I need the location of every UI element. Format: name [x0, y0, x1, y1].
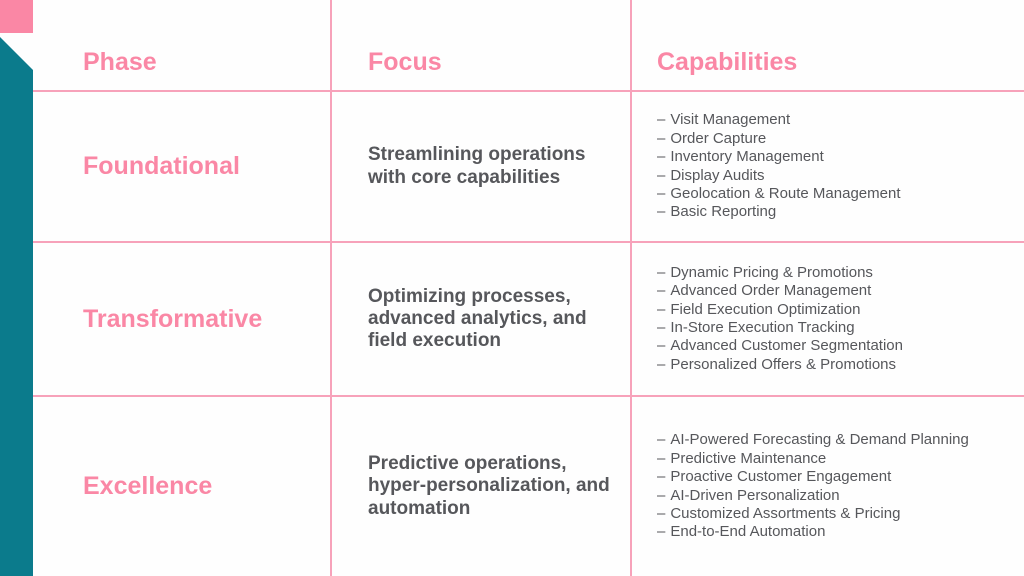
dash-bullet: – — [657, 523, 666, 541]
capability-item: –Display Audits — [657, 167, 1014, 185]
capability-text: Customized Assortments & Pricing — [670, 504, 901, 522]
pink-corner-square — [0, 0, 33, 33]
dash-bullet: – — [657, 166, 666, 184]
capability-text: Inventory Management — [670, 148, 824, 166]
row3-capabilities-cell: –AI-Powered Forecasting & Demand Plannin… — [632, 397, 1024, 576]
teal-edge-bar — [0, 37, 33, 576]
capability-text: Basic Reporting — [670, 203, 777, 221]
capability-item: –Geolocation & Route Management — [657, 185, 1014, 203]
header-divider — [33, 90, 1024, 92]
capability-item: –In-Store Execution Tracking — [657, 319, 1014, 337]
capability-item: –Proactive Customer Engagement — [657, 468, 1014, 486]
dash-bullet: – — [657, 263, 666, 281]
header-capabilities: Capabilities — [632, 0, 1024, 90]
dash-bullet: – — [657, 148, 666, 166]
capability-text: Dynamic Pricing & Promotions — [670, 263, 873, 281]
row3-focus-cell: Predictive operations, hyper-personaliza… — [332, 397, 630, 576]
capability-text: AI-Driven Personalization — [670, 486, 840, 504]
capability-text: Predictive Maintenance — [670, 449, 827, 467]
dash-bullet: – — [657, 111, 666, 129]
capability-item: –Advanced Customer Segmentation — [657, 337, 1014, 355]
capability-text: Field Execution Optimization — [670, 300, 861, 318]
capability-text: End-to-End Automation — [670, 523, 826, 541]
column-divider-2 — [630, 0, 632, 576]
capability-item: –Customized Assortments & Pricing — [657, 505, 1014, 523]
capability-text: Display Audits — [670, 166, 765, 184]
dash-bullet: – — [657, 319, 666, 336]
column-divider-1 — [330, 0, 332, 576]
dash-bullet: – — [657, 203, 666, 221]
dash-bullet: – — [657, 431, 666, 449]
capability-item: –Visit Management — [657, 111, 1014, 129]
row3-phase-cell: Excellence — [33, 397, 330, 576]
capability-text: Visit Management — [670, 111, 791, 129]
capability-text: Personalized Offers & Promotions — [670, 355, 897, 373]
capability-text: In-Store Execution Tracking — [670, 319, 855, 336]
capability-item: –Personalized Offers & Promotions — [657, 356, 1014, 374]
capability-text: AI-Powered Forecasting & Demand Planning — [670, 431, 969, 449]
row1-capabilities-cell: –Visit Management –Order Capture –Invent… — [632, 92, 1024, 241]
capability-text: Advanced Order Management — [670, 282, 872, 300]
capability-text: Order Capture — [670, 129, 767, 147]
capability-text: Proactive Customer Engagement — [670, 468, 892, 486]
capability-item: –End-to-End Automation — [657, 523, 1014, 541]
capability-item: –AI-Powered Forecasting & Demand Plannin… — [657, 431, 1014, 449]
capability-item: –Inventory Management — [657, 148, 1014, 166]
dash-bullet: – — [657, 300, 666, 318]
header-capabilities-label: Capabilities — [657, 48, 798, 76]
focus-text: Optimizing processes, advanced analytics… — [368, 285, 587, 352]
capability-item: –Dynamic Pricing & Promotions — [657, 264, 1014, 282]
capability-item: –Predictive Maintenance — [657, 450, 1014, 468]
row1-focus-cell: Streamlining operations with core capabi… — [332, 92, 630, 241]
phase-label: Excellence — [83, 472, 213, 500]
dash-bullet: – — [657, 468, 666, 486]
focus-text: Predictive operations, hyper-personaliza… — [368, 453, 610, 519]
dash-bullet: – — [657, 337, 666, 355]
header-phase: Phase — [33, 0, 330, 90]
dash-bullet: – — [657, 504, 666, 522]
phase-label: Transformative — [83, 304, 263, 333]
dash-bullet: – — [657, 449, 666, 467]
header-phase-label: Phase — [83, 48, 157, 76]
dash-bullet: – — [657, 486, 666, 504]
header-focus-label: Focus — [368, 48, 442, 76]
row-divider-2 — [33, 395, 1024, 397]
phase-label: Foundational — [83, 152, 240, 180]
dash-bullet: – — [657, 282, 666, 300]
capability-item: –Advanced Order Management — [657, 282, 1014, 300]
dash-bullet: – — [657, 355, 666, 373]
capability-item: –AI-Driven Personalization — [657, 487, 1014, 505]
header-focus: Focus — [332, 0, 630, 90]
capability-item: –Order Capture — [657, 130, 1014, 148]
dash-bullet: – — [657, 184, 666, 202]
capability-item: –Basic Reporting — [657, 203, 1014, 221]
capability-text: Advanced Customer Segmentation — [670, 337, 903, 355]
row2-capabilities-cell: –Dynamic Pricing & Promotions –Advanced … — [632, 243, 1024, 395]
dash-bullet: – — [657, 129, 666, 147]
row2-phase-cell: Transformative — [33, 243, 330, 395]
row-divider-1 — [33, 241, 1024, 243]
row2-focus-cell: Optimizing processes, advanced analytics… — [332, 243, 630, 395]
row1-phase-cell: Foundational — [33, 92, 330, 241]
focus-text: Streamlining operations with core capabi… — [368, 144, 586, 188]
capability-text: Geolocation & Route Management — [670, 184, 901, 202]
capability-item: –Field Execution Optimization — [657, 301, 1014, 319]
